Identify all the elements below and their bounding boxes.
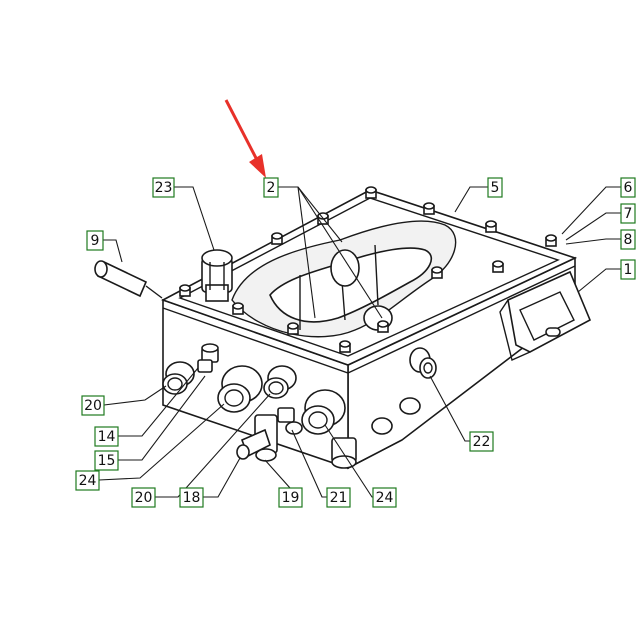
large-gland bbox=[217, 365, 263, 413]
svg-text:21: 21 bbox=[330, 490, 348, 506]
bolt bbox=[179, 284, 191, 297]
label-1: 1 bbox=[620, 259, 636, 280]
lid-bolts bbox=[179, 186, 557, 353]
lid-rim bbox=[178, 197, 560, 357]
cable-gland bbox=[263, 365, 297, 399]
red-arrow-annotation bbox=[224, 99, 266, 178]
label-21: 21 bbox=[326, 487, 351, 508]
bolt bbox=[423, 202, 435, 215]
arrow-shaft bbox=[224, 99, 259, 161]
small-fitting bbox=[197, 343, 219, 373]
mounting-bracket bbox=[499, 270, 592, 361]
handle bbox=[94, 260, 163, 299]
svg-text:14: 14 bbox=[98, 429, 116, 445]
label-23: 23 bbox=[152, 177, 175, 198]
label-20-bottom: 20 bbox=[131, 487, 156, 508]
svg-text:18: 18 bbox=[183, 490, 201, 506]
vent-cap bbox=[201, 249, 233, 302]
bolt bbox=[431, 266, 443, 279]
svg-text:2: 2 bbox=[267, 180, 276, 196]
label-9: 9 bbox=[86, 230, 104, 251]
bolt bbox=[339, 340, 351, 353]
svg-text:24: 24 bbox=[79, 473, 97, 489]
svg-text:20: 20 bbox=[135, 490, 153, 506]
svg-text:20: 20 bbox=[84, 398, 102, 414]
label-15: 15 bbox=[94, 450, 119, 471]
svg-text:24: 24 bbox=[376, 490, 394, 506]
bottom-gland bbox=[331, 437, 357, 469]
bolt bbox=[232, 302, 244, 315]
label-7: 7 bbox=[620, 203, 636, 224]
bolt bbox=[271, 232, 283, 245]
label-24-left: 24 bbox=[75, 470, 100, 491]
label-24-right: 24 bbox=[372, 487, 397, 508]
bolt bbox=[485, 220, 497, 233]
arrow-head bbox=[249, 154, 266, 178]
label-2: 2 bbox=[263, 177, 279, 198]
label-19: 19 bbox=[278, 487, 303, 508]
callout-labels: 23 2 5 6 7 8 1 9 20 14 15 24 20 18 19 21… bbox=[75, 177, 636, 508]
label-20-left: 20 bbox=[81, 395, 105, 416]
label-6: 6 bbox=[620, 177, 636, 198]
label-18: 18 bbox=[179, 487, 204, 508]
svg-text:23: 23 bbox=[155, 180, 173, 196]
svg-text:5: 5 bbox=[491, 180, 500, 196]
label-5: 5 bbox=[487, 177, 503, 198]
label-22: 22 bbox=[469, 431, 494, 452]
svg-text:22: 22 bbox=[473, 434, 491, 450]
bolt bbox=[377, 320, 389, 333]
svg-text:8: 8 bbox=[624, 232, 633, 248]
label-14: 14 bbox=[94, 426, 119, 447]
svg-text:1: 1 bbox=[624, 262, 633, 278]
label-8: 8 bbox=[620, 229, 636, 250]
lid-tube-frame bbox=[231, 220, 457, 338]
side-fitting bbox=[409, 347, 437, 379]
svg-text:9: 9 bbox=[91, 233, 100, 249]
bolt bbox=[545, 234, 557, 247]
bolt bbox=[492, 260, 504, 273]
tube-joint bbox=[330, 249, 360, 287]
lid-edge bbox=[162, 265, 576, 374]
bolt bbox=[365, 186, 377, 199]
svg-text:19: 19 bbox=[282, 490, 300, 506]
bolt bbox=[287, 322, 299, 335]
svg-text:7: 7 bbox=[624, 206, 633, 222]
svg-text:15: 15 bbox=[98, 453, 116, 469]
svg-text:6: 6 bbox=[624, 180, 633, 196]
